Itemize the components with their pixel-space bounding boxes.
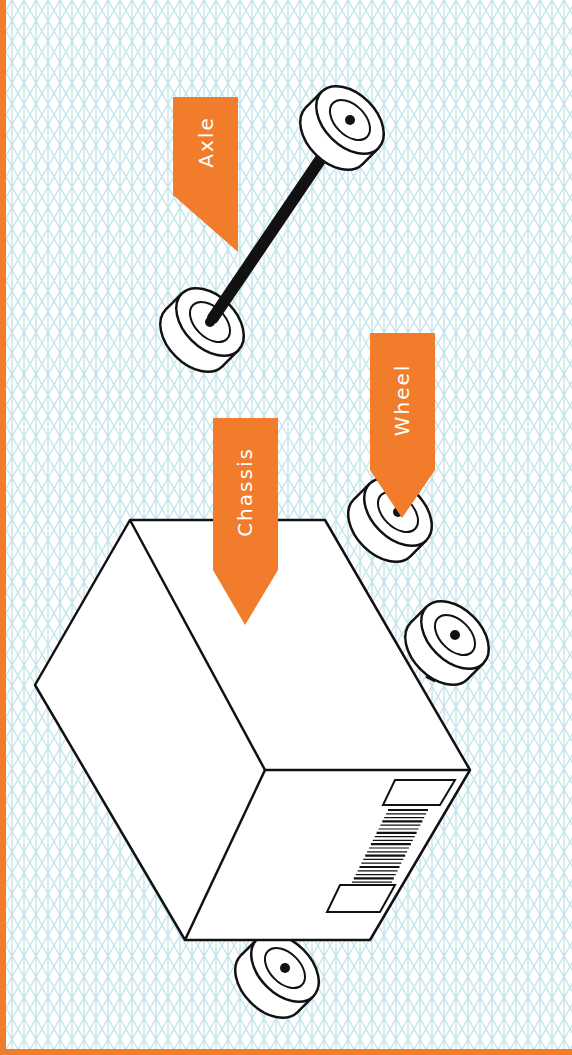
part-label: Chassis — [235, 447, 255, 537]
barcode — [352, 810, 428, 882]
label-tag — [173, 97, 238, 252]
part-label: Wheel — [392, 364, 412, 437]
border-strip — [0, 0, 6, 1055]
part-label: Axle — [196, 116, 216, 167]
label-tag — [213, 418, 278, 625]
border-strip — [0, 1049, 572, 1055]
axle-wheel — [287, 73, 396, 182]
label-tag — [370, 333, 435, 518]
wheel — [392, 588, 501, 697]
axle-wheel — [147, 275, 256, 384]
